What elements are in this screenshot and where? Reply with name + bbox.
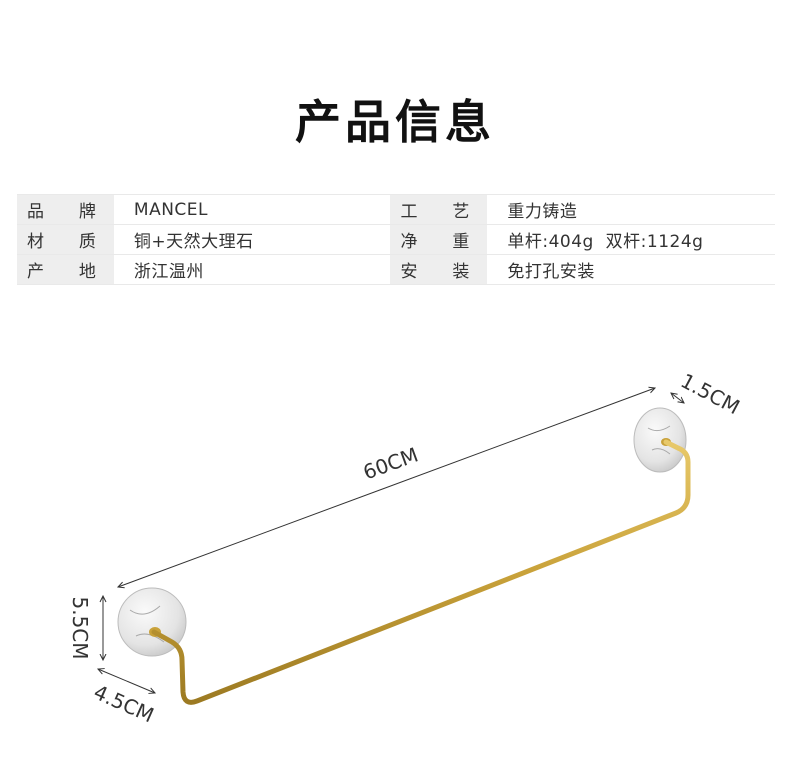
spec-value: 铜+天然大理石 (113, 224, 389, 255)
spec-value: 单杆:404g 双杆:1124g (487, 224, 775, 255)
right-marble-base (633, 407, 687, 473)
gold-towel-bar (151, 439, 691, 705)
height-label: 5.5CM (68, 596, 92, 659)
spec-value: MANCEL (113, 194, 389, 225)
depth-dimension-line (98, 669, 155, 693)
spec-row: 品牌 MANCEL 工艺 重力铸造 (17, 194, 775, 225)
spec-value: 浙江温州 (113, 254, 389, 285)
thickness-dimension-line (671, 393, 684, 403)
thickness-label: 1.5CM (677, 368, 744, 419)
spec-value: 免打孔安装 (487, 254, 775, 285)
spec-row: 产地 浙江温州 安装 免打孔安装 (17, 254, 775, 285)
spec-label: 品牌 (17, 194, 114, 225)
page-title: 产品信息 (295, 95, 495, 149)
depth-label: 4.5CM (90, 680, 157, 728)
spec-table: 品牌 MANCEL 工艺 重力铸造 材质 铜+天然大理石 净重 单杆:404g … (17, 194, 775, 285)
spec-row: 材质 铜+天然大理石 净重 单杆:404g 双杆:1124g (17, 224, 775, 255)
spec-label: 材质 (17, 224, 114, 255)
length-dimension-line (118, 388, 655, 587)
spec-label: 工艺 (390, 194, 488, 225)
spec-label: 产地 (17, 254, 114, 285)
spec-value: 重力铸造 (487, 194, 775, 225)
spec-label: 净重 (390, 224, 488, 255)
towel-bar-diagram: 60CM 1.5CM 5.5CM 4.5CM (68, 368, 744, 728)
spec-label: 安装 (390, 254, 488, 285)
